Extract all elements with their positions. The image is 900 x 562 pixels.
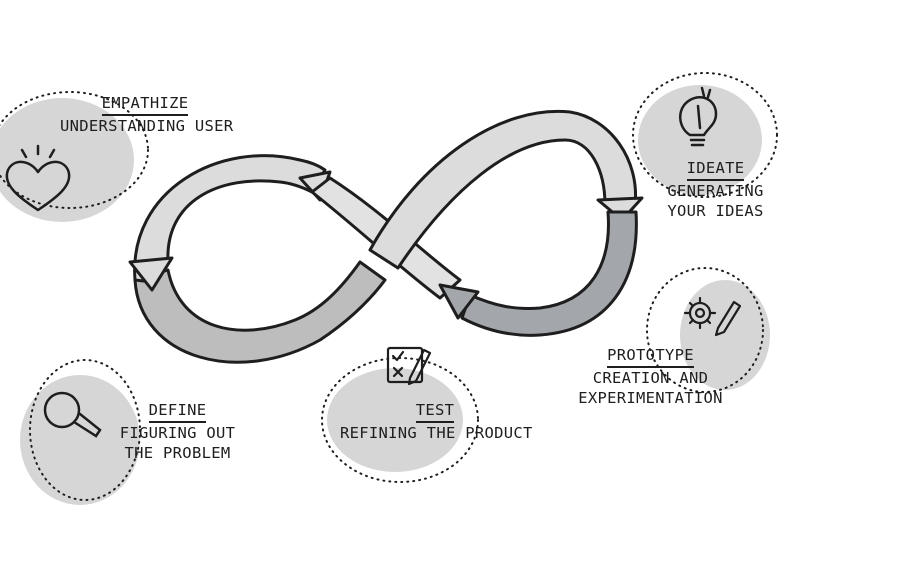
prototype-dotted-outline bbox=[646, 267, 764, 393]
prototype-blob bbox=[680, 280, 770, 390]
define-title: DEFINE bbox=[148, 400, 207, 423]
lightbulb-icon bbox=[679, 86, 718, 147]
empathize-label-group: EMPATHIZE UNDERSTANDING USER bbox=[60, 93, 234, 136]
empathize-title: EMPATHIZE bbox=[101, 93, 189, 116]
empathize-dotted-outline bbox=[0, 91, 149, 209]
test-label-group: TEST REFINING THE PRODUCT bbox=[340, 400, 533, 443]
ideate-title: IDEATE bbox=[686, 158, 745, 181]
define-subtitle-line1: FIGURING OUT bbox=[119, 424, 236, 442]
empathize-subtitle: UNDERSTANDING USER bbox=[60, 117, 234, 135]
define-subtitle-line2: THE PROBLEM bbox=[124, 444, 231, 462]
empathize-blob bbox=[0, 98, 134, 222]
magnifier-icon bbox=[43, 391, 102, 438]
ideate-subtitle-line1: GENERATING bbox=[667, 182, 764, 200]
define-blob bbox=[20, 375, 140, 505]
heart-icon bbox=[5, 144, 71, 212]
ideate-label-group: IDEATE GENERATING YOUR IDEAS bbox=[658, 158, 773, 221]
checklist-icon bbox=[386, 346, 432, 386]
define-dotted-outline bbox=[29, 359, 141, 501]
test-title: TEST bbox=[415, 400, 455, 423]
ideate-subtitle-line2: YOUR IDEAS bbox=[667, 202, 764, 220]
prototype-label-group: PROTOTYPE CREATION AND EXPERIMENTATION bbox=[578, 345, 723, 408]
loop-left-arrowhead bbox=[128, 256, 174, 292]
loop-right-lower bbox=[460, 210, 638, 337]
test-dotted-outline bbox=[321, 357, 479, 483]
loop-right-arrowhead bbox=[596, 196, 644, 222]
loop-right-upper bbox=[368, 109, 638, 270]
prototype-subtitle-line2: EXPERIMENTATION bbox=[578, 389, 723, 407]
loop-bottom-arrowhead bbox=[438, 283, 480, 320]
gear-pencil-icon bbox=[683, 296, 742, 337]
test-blob bbox=[327, 368, 463, 472]
infinity-loop bbox=[128, 109, 644, 364]
test-subtitle: REFINING THE PRODUCT bbox=[340, 424, 533, 442]
loop-left-upper bbox=[133, 154, 327, 284]
ideate-dotted-outline bbox=[632, 72, 778, 198]
define-label-group: DEFINE FIGURING OUT THE PROBLEM bbox=[115, 400, 240, 463]
loop-left-lower bbox=[133, 260, 387, 364]
prototype-title: PROTOTYPE bbox=[607, 345, 694, 368]
prototype-subtitle-line1: CREATION AND bbox=[592, 369, 709, 387]
